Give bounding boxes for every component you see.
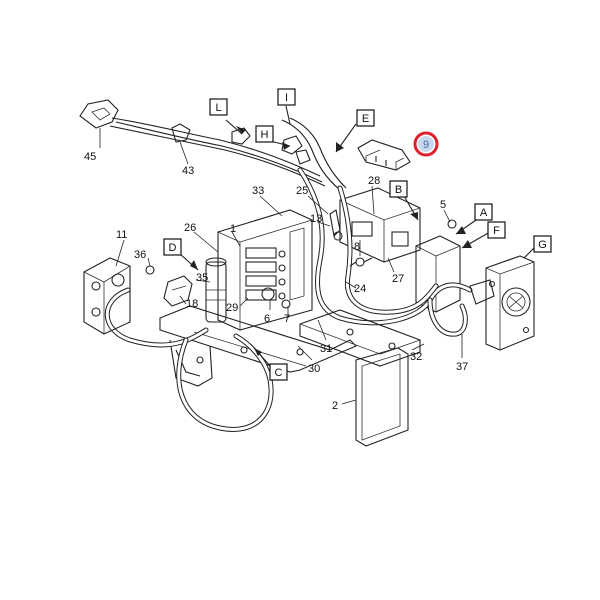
part-9-clip xyxy=(357,139,411,171)
part-label-18: 18 xyxy=(186,298,198,310)
svg-text:D: D xyxy=(169,242,177,254)
main-cable xyxy=(297,167,473,337)
callout-G: G xyxy=(533,235,552,253)
wire-harness-left xyxy=(79,99,326,187)
leader-lines xyxy=(99,128,463,405)
svg-text:C: C xyxy=(275,367,283,379)
svg-text:I: I xyxy=(285,92,288,104)
part-label-35: 35 xyxy=(196,272,208,284)
part-label-2: 2 xyxy=(332,400,338,412)
fuse-box-block xyxy=(217,209,313,331)
part-label-1: 1 xyxy=(230,223,236,235)
svg-text:9: 9 xyxy=(423,139,429,151)
part-label-13: 13 xyxy=(310,213,322,225)
part-label-28: 28 xyxy=(368,175,380,187)
part-label-24: 24 xyxy=(354,283,366,295)
part-label-26: 26 xyxy=(184,222,196,234)
center-bracket xyxy=(329,187,457,267)
part-label-32: 32 xyxy=(410,351,422,363)
part-label-37: 37 xyxy=(456,361,468,373)
callout-arrows xyxy=(179,105,537,369)
part-label-30: 30 xyxy=(308,363,320,375)
part-label-43: 43 xyxy=(182,165,194,177)
svg-text:B: B xyxy=(395,184,402,196)
callout-I: I xyxy=(277,88,296,106)
callout-H: H xyxy=(255,125,274,143)
svg-text:G: G xyxy=(538,239,547,251)
callout-A: A xyxy=(474,203,493,221)
callout-D: D xyxy=(163,238,182,256)
gauge-panel xyxy=(469,255,535,351)
part-label-8: 8 xyxy=(354,241,360,253)
cover-panel xyxy=(355,347,409,447)
loop-cable xyxy=(104,287,274,432)
connector-18 xyxy=(163,275,193,307)
callout-L: L xyxy=(209,98,228,116)
part-number-labels: 45 43 33 25 13 28 5 26 1 11 36 35 18 29 … xyxy=(84,151,468,412)
svg-text:F: F xyxy=(493,225,500,237)
cylinder-part xyxy=(205,257,227,323)
wire-harness-top xyxy=(281,117,347,191)
part-label-11: 11 xyxy=(116,229,127,241)
callout-B: B xyxy=(389,180,408,198)
part-label-29: 29 xyxy=(226,302,238,314)
svg-text:L: L xyxy=(215,102,221,114)
part-label-27: 27 xyxy=(392,273,404,285)
svg-text:H: H xyxy=(261,129,269,141)
part-label-5: 5 xyxy=(440,199,446,211)
part-label-25: 25 xyxy=(296,185,308,197)
callout-F: F xyxy=(487,221,506,239)
svg-text:A: A xyxy=(480,207,488,219)
left-bracket xyxy=(83,257,131,335)
part-label-6: 6 xyxy=(264,313,270,325)
fasteners xyxy=(145,231,357,309)
callout-C: C xyxy=(269,363,288,381)
part-label-45: 45 xyxy=(84,151,96,163)
part-label-7: 7 xyxy=(284,313,290,325)
highlight-marker-9[interactable]: 9 xyxy=(413,131,439,157)
part-label-33: 33 xyxy=(252,185,264,197)
svg-text:E: E xyxy=(362,113,369,125)
callout-E: E xyxy=(356,109,375,127)
part-label-36: 36 xyxy=(134,249,146,261)
part-label-31: 31 xyxy=(320,343,332,355)
